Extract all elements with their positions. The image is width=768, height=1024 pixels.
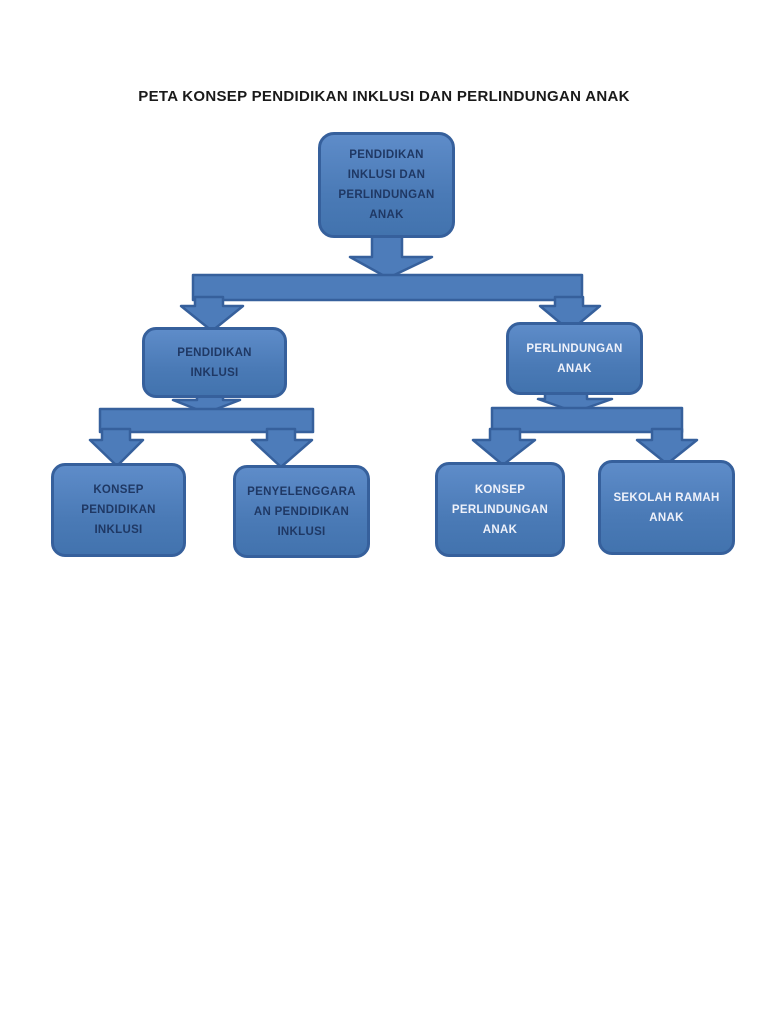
node-pendidikan-inklusi: PENDIDIKAN INKLUSI <box>142 327 287 398</box>
branch-bar-level1 <box>191 273 584 302</box>
arrow-bar1-to-perlindungan-anak <box>538 295 602 333</box>
node-label: PENYELENGGARA AN PENDIDIKAN INKLUSI <box>247 485 356 538</box>
branch-bar-level2-right <box>490 406 684 434</box>
node-sekolah-ramah-anak: SEKOLAH RAMAH ANAK <box>598 460 735 555</box>
branch-bar-level2-left <box>98 407 315 434</box>
node-konsep-perlindungan-anak: KONSEP PERLINDUNGAN ANAK <box>435 462 565 557</box>
node-perlindungan-anak: PERLINDUNGAN ANAK <box>506 322 643 395</box>
node-label: SEKOLAH RAMAH ANAK <box>613 491 720 524</box>
arrow-bar3-to-konsep-perlindungan <box>471 427 537 467</box>
node-label: PENDIDIKAN INKLUSI <box>177 346 252 379</box>
node-penyelenggaraan-pendidikan-inklusi: PENYELENGGARA AN PENDIDIKAN INKLUSI <box>233 465 370 558</box>
arrow-bar2-to-konsep-pendidikan <box>88 427 145 468</box>
node-label: KONSEP PERLINDUNGAN ANAK <box>451 483 549 536</box>
arrow-bar1-to-pendidikan-inklusi <box>179 295 245 333</box>
node-label: KONSEP PENDIDIKAN INKLUSI <box>81 484 156 536</box>
node-pendidikan-inklusi-dan-perlindungan-anak: PENDIDIKAN INKLUSI DAN PERLINDUNGAN ANAK <box>318 132 455 238</box>
diagram-title: PETA KONSEP PENDIDIKAN INKLUSI DAN PERLI… <box>138 88 630 105</box>
node-label: PENDIDIKAN INKLUSI DAN PERLINDUNGAN ANAK <box>338 149 435 221</box>
node-konsep-pendidikan-inklusi: KONSEP PENDIDIKAN INKLUSI <box>51 463 186 557</box>
arrow-root-to-bar1 <box>348 232 434 280</box>
node-label: PERLINDUNGAN ANAK <box>526 342 623 375</box>
arrow-bar3-to-sekolah-ramah <box>635 427 699 466</box>
arrow-bar2-to-penyelenggaraan <box>250 427 314 469</box>
